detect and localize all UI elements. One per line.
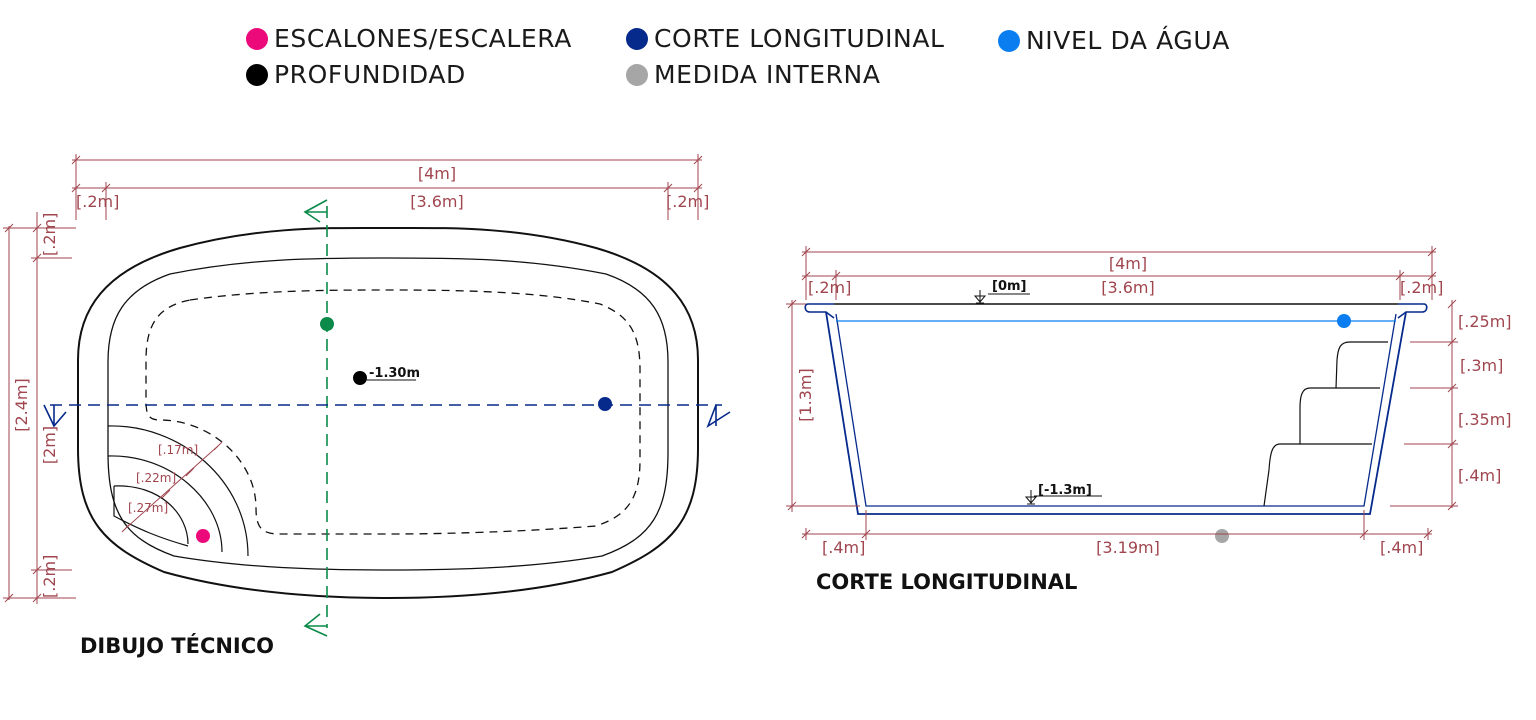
legend-water-label: NIVEL DA ÁGUA bbox=[1026, 26, 1230, 55]
plan-step-line-4 bbox=[113, 486, 189, 547]
legend-section: CORTE LONGITUDINAL bbox=[626, 24, 945, 53]
section-level-top-symbol bbox=[973, 290, 987, 304]
plan-dim-total-width: [4m] bbox=[418, 164, 456, 183]
plan-green-dot bbox=[320, 317, 334, 331]
section-title: CORTE LONGITUDINAL bbox=[816, 570, 1078, 594]
plan-step-dim-diagonal bbox=[125, 445, 219, 529]
plan-depth-dot bbox=[353, 371, 367, 385]
section-level-bottom: [-1.3m] bbox=[1038, 483, 1092, 498]
legend-internal: MEDIDA INTERNA bbox=[626, 60, 881, 89]
section-internal-dot bbox=[1215, 529, 1229, 543]
plan-section-dot bbox=[598, 397, 612, 411]
section-view: [0m] [-1.3m] [4m] [3.6m] [.2m] [.2m] [1.… bbox=[786, 246, 1512, 557]
legend-steps: ESCALONES/ESCALERA bbox=[246, 24, 572, 53]
plan-dim-inner-width: [3.6m] bbox=[410, 192, 464, 211]
section-steps bbox=[1263, 341, 1388, 507]
section-dim-step-b: [.3m] bbox=[1460, 356, 1503, 375]
plan-dim-rim-left: [.2m] bbox=[76, 192, 119, 211]
plan-outer-outline bbox=[77, 226, 699, 600]
section-dim-bottom-left: [.4m] bbox=[822, 538, 865, 557]
plan-step-dim-3: [.27m] bbox=[128, 501, 168, 515]
section-dim-step-d: [.4m] bbox=[1458, 466, 1501, 485]
plan-dim-rim-bottom: [.2m] bbox=[40, 555, 59, 598]
plan-cut-arrow-right bbox=[706, 404, 731, 428]
section-dim-step-c: [.35m] bbox=[1458, 410, 1512, 429]
section-dim-bottom-mid: [3.19m] bbox=[1096, 538, 1160, 557]
legend-internal-label: MEDIDA INTERNA bbox=[654, 60, 881, 89]
plan-inner-outline bbox=[107, 257, 669, 571]
plan-dim-total-height: [2.4m] bbox=[12, 378, 31, 432]
legend-depth-label: PROFUNDIDAD bbox=[274, 60, 466, 89]
plan-floor-dashed bbox=[145, 289, 641, 535]
section-shell-outer bbox=[825, 311, 1407, 515]
section-rim-right bbox=[1397, 303, 1428, 319]
section-shell-inner bbox=[835, 313, 1397, 507]
section-level-bottom-symbol bbox=[1024, 490, 1038, 505]
legend-section-label: CORTE LONGITUDINAL bbox=[654, 24, 945, 53]
section-level-top: [0m] bbox=[992, 279, 1026, 294]
legend-water-dot bbox=[998, 29, 1020, 52]
plan-steps-dot bbox=[196, 529, 210, 543]
legend-section-dot bbox=[626, 27, 648, 50]
plan-view: [.17m] [.22m] [.27m] -1.30m [4m] [3.6m] … bbox=[3, 154, 731, 637]
plan-title: DIBUJO TÉCNICO bbox=[80, 634, 275, 658]
section-rim-left bbox=[804, 303, 835, 319]
section-dim-rim-right: [.2m] bbox=[1400, 278, 1443, 297]
legend-water: NIVEL DA ÁGUA bbox=[998, 26, 1230, 55]
plan-step-line-1 bbox=[107, 425, 249, 557]
legend-steps-dot bbox=[246, 27, 268, 50]
section-dim-bottom-right: [.4m] bbox=[1380, 538, 1423, 557]
plan-dim-rim-right: [.2m] bbox=[666, 192, 709, 211]
section-water-dot bbox=[1337, 314, 1351, 328]
plan-depth-label: -1.30m bbox=[369, 366, 420, 381]
section-dim-step-a: [.25m] bbox=[1458, 312, 1512, 331]
plan-cut-arrow-left bbox=[43, 404, 67, 428]
section-dim-total-width: [4m] bbox=[1109, 254, 1147, 273]
section-dim-inner-width: [3.6m] bbox=[1101, 278, 1155, 297]
plan-step-line-2 bbox=[107, 455, 223, 553]
plan-dim-rim-top: [.2m] bbox=[40, 213, 59, 256]
legend-depth: PROFUNDIDAD bbox=[246, 60, 466, 89]
plan-step-dim-1: [.17m] bbox=[158, 443, 198, 457]
plan-cut-arrow-top bbox=[303, 199, 328, 223]
plan-cut-arrow-bottom bbox=[303, 613, 328, 637]
legend-internal-dot bbox=[626, 63, 648, 86]
legend-depth-dot bbox=[246, 63, 268, 86]
plan-step-dim-2: [.22m] bbox=[136, 471, 176, 485]
plan-dim-inner-height: [2m] bbox=[40, 426, 59, 464]
plan-step-line-3 bbox=[113, 485, 189, 545]
section-dim-rim-left: [.2m] bbox=[808, 278, 851, 297]
legend-steps-label: ESCALONES/ESCALERA bbox=[274, 24, 572, 53]
section-dim-depth: [1.3m] bbox=[796, 368, 815, 422]
